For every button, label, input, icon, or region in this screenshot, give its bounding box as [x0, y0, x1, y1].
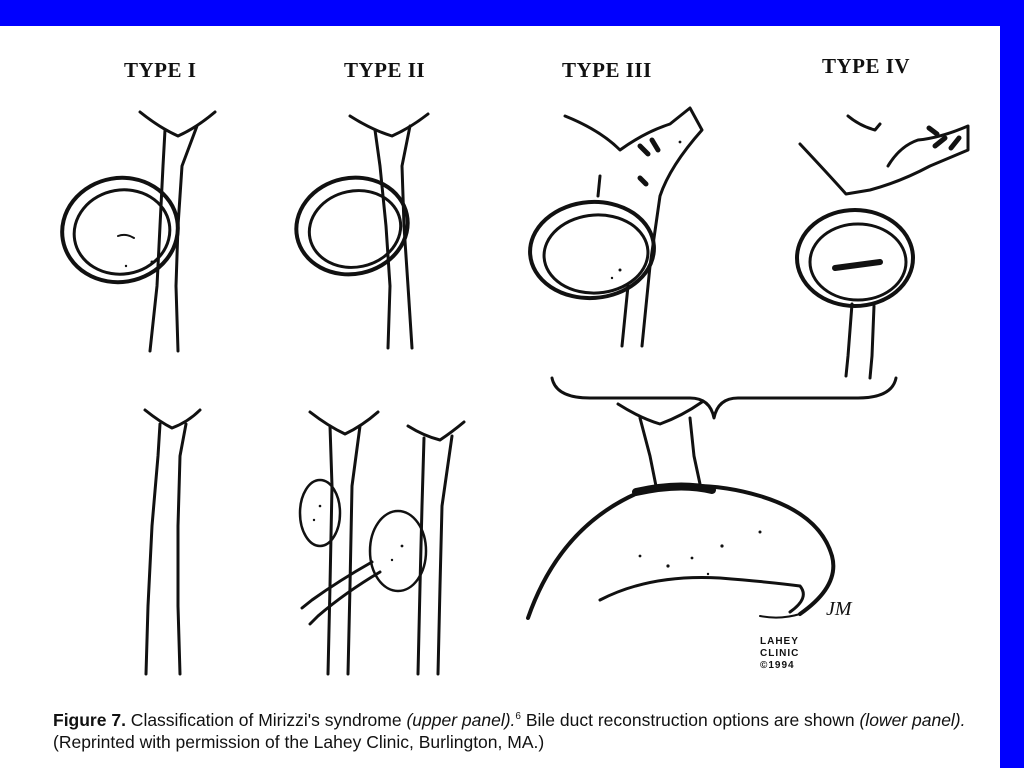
caption-text-3: (Reprinted with permission of the Lahey … [53, 731, 545, 752]
type-i-drawing [60, 110, 217, 353]
type-iii-drawing [528, 106, 704, 348]
lower-duct-1 [143, 408, 202, 676]
credit-line-1: LAHEY [760, 636, 799, 647]
mirizzi-illustration [60, 106, 970, 676]
type-iii-label: TYPE III [562, 58, 652, 82]
type-i-label: TYPE I [124, 58, 197, 82]
caption-upper-panel: (upper panel). [406, 709, 516, 730]
credit-line-2: CLINIC [760, 648, 800, 659]
type-ii-drawing [294, 112, 430, 350]
caption-text-1: Classification of Mirizzi's syndrome [125, 709, 407, 730]
artist-signature: JM [826, 598, 852, 620]
lower-anastomosis [526, 400, 836, 620]
caption-text-2: Bile duct reconstruction options are sho… [520, 709, 860, 730]
credit-line-3: ©1994 [760, 660, 795, 671]
caption-reference: 6 [515, 711, 521, 722]
figure-caption: Figure 7. Classification of Mirizzi's sy… [53, 706, 998, 753]
type-iv-label: TYPE IV [822, 54, 911, 78]
lahey-clinic-credit: LAHEY CLINIC ©1994 [760, 636, 799, 672]
type-iv-drawing [795, 114, 970, 380]
figure-panel: TYPE I TYPE II TYPE III TYPE IV JM LAHEY… [0, 26, 1000, 768]
brace [550, 376, 898, 420]
caption-lower-panel: (lower panel). [859, 709, 966, 730]
caption-figure-label: Figure 7. [53, 709, 126, 730]
type-ii-label: TYPE II [344, 58, 426, 82]
lower-duct-2 [298, 410, 466, 676]
